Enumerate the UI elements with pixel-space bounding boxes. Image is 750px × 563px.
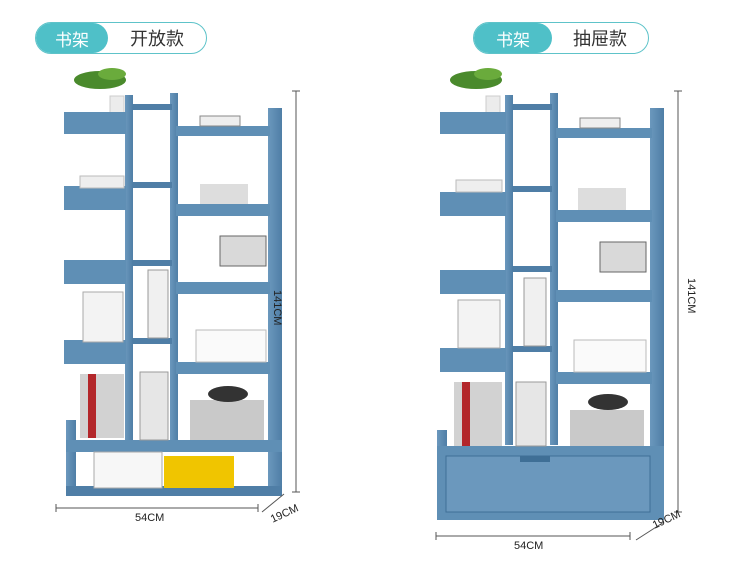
- left-bookshelf: [64, 68, 282, 496]
- right-bookshelf: [437, 68, 664, 520]
- drawer-handle-icon: [520, 456, 550, 462]
- right-dimensions: [435, 90, 682, 541]
- right-variant-badge: 书架 抽屉款: [473, 22, 649, 54]
- left-dimensions: [55, 90, 300, 513]
- left-width-label: 54CM: [135, 512, 165, 524]
- left-variant-badge: 书架 开放款: [35, 22, 207, 54]
- left-height-label: 141CM: [271, 290, 283, 326]
- left-category-tag: 书架: [36, 23, 108, 53]
- right-width-label: 54CM: [514, 540, 544, 552]
- left-style-label: 开放款: [130, 29, 184, 50]
- right-style-label: 抽屉款: [573, 29, 627, 50]
- right-height-label: 141CM: [685, 278, 697, 314]
- right-category-tag: 书架: [474, 23, 552, 53]
